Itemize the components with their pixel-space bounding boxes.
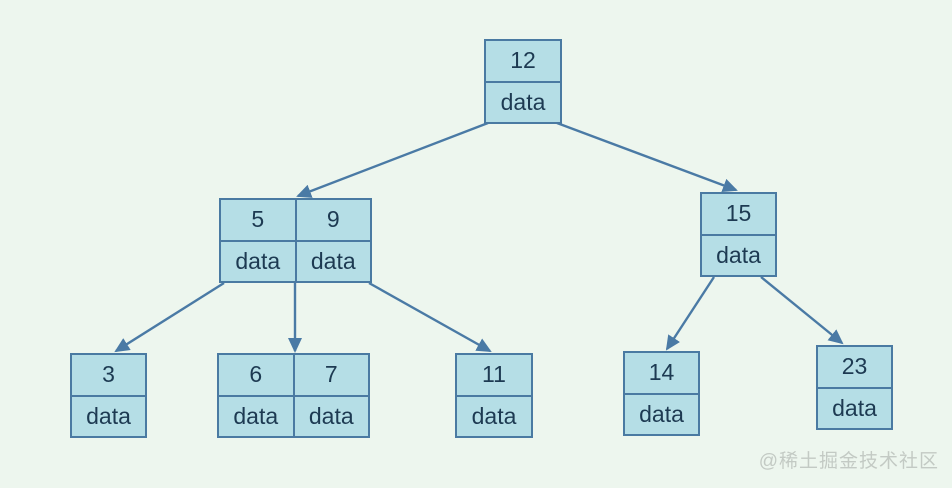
data-cell: data bbox=[485, 81, 561, 123]
edge-n15-n23 bbox=[760, 276, 844, 345]
key-cell: 7 bbox=[293, 354, 369, 396]
key-cell: 6 bbox=[218, 354, 294, 396]
edge-n12-n59 bbox=[296, 121, 489, 198]
edge-n59-n3 bbox=[114, 281, 225, 353]
data-cell: data bbox=[624, 393, 699, 435]
data-cell: data bbox=[220, 240, 296, 282]
data-cell: data bbox=[295, 240, 371, 282]
data-cell: data bbox=[293, 395, 369, 437]
key-cell: 12 bbox=[485, 40, 561, 82]
data-cell: data bbox=[456, 395, 532, 437]
edge-n12-n15 bbox=[556, 121, 738, 192]
data-cell: data bbox=[71, 395, 146, 437]
key-cell: 23 bbox=[817, 346, 892, 388]
key-cell: 5 bbox=[220, 199, 296, 241]
data-cell: data bbox=[817, 387, 892, 429]
key-cell: 9 bbox=[295, 199, 371, 241]
edge-n15-n14 bbox=[665, 276, 716, 351]
key-cell: 14 bbox=[624, 352, 699, 394]
key-cell: 3 bbox=[71, 354, 146, 396]
data-cell: data bbox=[218, 395, 294, 437]
key-cell: 15 bbox=[701, 193, 776, 235]
key-cell: 11 bbox=[456, 354, 532, 396]
watermark: @稀土掘金技术社区 bbox=[758, 451, 939, 472]
edge-n59-n11 bbox=[368, 281, 492, 353]
data-cell: data bbox=[701, 234, 776, 276]
